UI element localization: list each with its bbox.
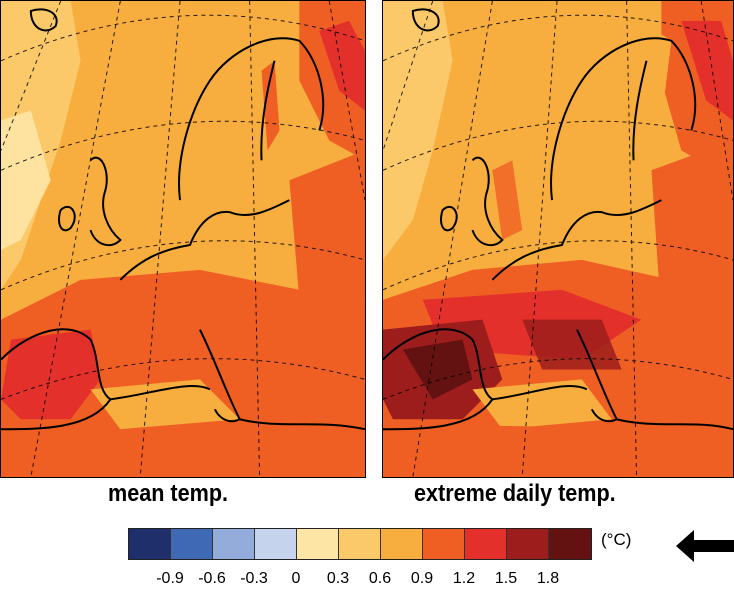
color-swatch [465,529,507,559]
color-scale-tick-label: 0 [291,570,301,587]
map-panel-mean-temp [0,0,366,478]
color-scale-tick-label: -0.3 [240,570,268,587]
unit-label: (°C) [601,530,632,549]
color-scale-tick-label: 1.2 [452,570,476,587]
color-swatch [213,529,255,559]
color-swatch [129,529,171,559]
color-swatch [423,529,465,559]
color-swatch [549,529,591,559]
color-swatch [507,529,549,559]
color-scale-tick-label: 1.8 [536,570,560,587]
color-scale-tick-label: 0.6 [368,570,392,587]
color-scale-bar [128,528,592,560]
color-swatch [381,529,423,559]
color-scale-tick-label: -0.9 [156,570,184,587]
panel-label-extreme-daily-temp: extreme daily temp. [414,480,616,507]
color-swatch [339,529,381,559]
color-scale-ticks: -0.9 -0.6 -0.3 0 0.3 0.6 0.9 1.2 1.5 1.8 [0,570,734,592]
color-scale-tick-label: 0.9 [410,570,434,587]
color-swatch [171,529,213,559]
color-scale-tick-label: -0.6 [198,570,226,587]
color-swatch [297,529,339,559]
color-swatch [255,529,297,559]
map-panel-extreme-daily-temp [382,0,734,478]
color-scale-tick-label: 0.3 [326,570,350,587]
map-mean-temp [1,1,365,477]
map-extreme-daily-temp [383,1,733,477]
color-scale-tick-label: 1.5 [494,570,518,587]
left-arrow-icon [676,530,734,562]
panel-label-mean-temp: mean temp. [108,480,229,507]
